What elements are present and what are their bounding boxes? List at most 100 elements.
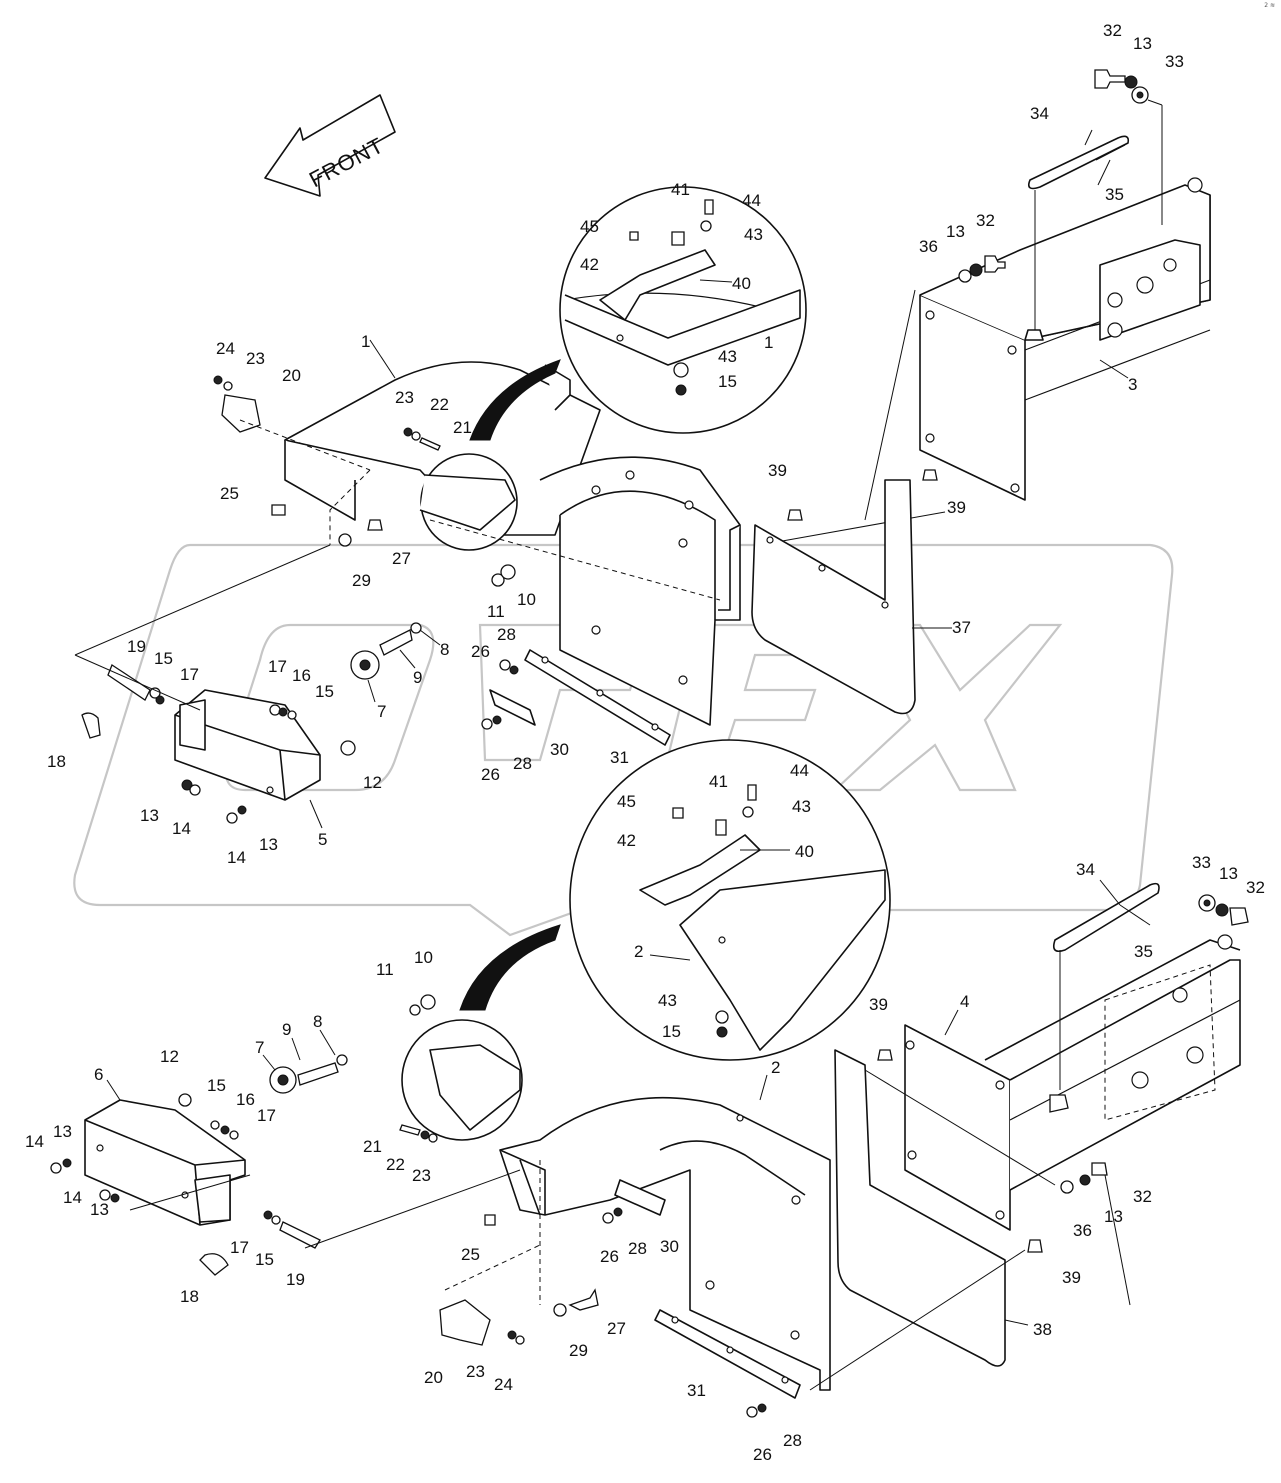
callout-32: 32: [976, 211, 995, 230]
callout-40: 40: [795, 842, 814, 861]
callout-15: 15: [255, 1250, 274, 1269]
callout-leaders: [106, 129, 1131, 1326]
upper-fasteners-left: [81, 375, 938, 824]
callout-15: 15: [154, 649, 173, 668]
lower-guard-38: [834, 1049, 1006, 1367]
lower-leader-6: [129, 1174, 251, 1211]
callout-23: 23: [412, 1166, 431, 1185]
callout-26: 26: [471, 642, 490, 661]
callout-10: 10: [414, 948, 433, 967]
callout-38: 38: [1033, 1320, 1052, 1339]
callout-26: 26: [481, 765, 500, 784]
callout-20: 20: [424, 1368, 443, 1387]
callout-8: 8: [440, 640, 449, 659]
callout-10: 10: [517, 590, 536, 609]
callout-31: 31: [610, 748, 629, 767]
callout-39: 39: [768, 461, 787, 480]
callout-31: 31: [687, 1381, 706, 1400]
callout-28: 28: [513, 754, 532, 773]
callout-27: 27: [607, 1319, 626, 1338]
callout-13: 13: [259, 835, 278, 854]
callout-21: 21: [363, 1137, 382, 1156]
callout-29: 29: [352, 571, 371, 590]
callout-7: 7: [377, 702, 386, 721]
callout-28: 28: [497, 625, 516, 644]
callout-2: 2: [771, 1058, 780, 1077]
callout-13: 13: [140, 806, 159, 825]
upper-hardware-right: [759, 69, 1163, 546]
callout-14: 14: [172, 819, 191, 838]
callout-1: 1: [764, 333, 773, 352]
callout-23: 23: [395, 388, 414, 407]
callout-35: 35: [1105, 185, 1124, 204]
callout-40: 40: [732, 274, 751, 293]
callout-33: 33: [1165, 52, 1184, 71]
callout-20: 20: [282, 366, 301, 385]
callout-13: 13: [1219, 864, 1238, 883]
callout-37: 37: [952, 618, 971, 637]
callout-2: 2: [634, 942, 643, 961]
callout-39: 39: [869, 995, 888, 1014]
callout-14: 14: [25, 1132, 44, 1151]
callout-1: 1: [361, 332, 370, 351]
callout-4: 4: [960, 992, 969, 1011]
callout-14: 14: [63, 1188, 82, 1207]
callout-45: 45: [617, 792, 636, 811]
lower-bracket-6: [84, 1099, 246, 1226]
callout-30: 30: [550, 740, 569, 759]
callout-25: 25: [220, 484, 239, 503]
callout-42: 42: [617, 831, 636, 850]
callout-45: 45: [580, 217, 599, 236]
lower-hardware-right: [809, 894, 1249, 1391]
lower-small-detail: [429, 1044, 521, 1131]
callout-13: 13: [90, 1200, 109, 1219]
upper-dash-1: [239, 419, 371, 545]
callout-30: 30: [660, 1237, 679, 1256]
upper-mount-plate-3: [919, 177, 1211, 501]
callout-15: 15: [207, 1076, 226, 1095]
callout-44: 44: [790, 761, 809, 780]
callout-39: 39: [1062, 1268, 1081, 1287]
lower-fasteners-left: [50, 994, 767, 1418]
callout-34: 34: [1030, 104, 1049, 123]
upper-leader-19b: [74, 654, 201, 711]
callout-21: 21: [453, 418, 472, 437]
callout-25: 25: [461, 1245, 480, 1264]
upper-detail-circle: [559, 186, 807, 434]
callout-43: 43: [658, 991, 677, 1010]
callout-43: 43: [718, 347, 737, 366]
upper-strip-31: [489, 649, 671, 746]
callout-18: 18: [180, 1287, 199, 1306]
callout-17: 17: [180, 665, 199, 684]
callout-33: 33: [1192, 853, 1211, 872]
callout-44: 44: [742, 191, 761, 210]
callout-3: 3: [1128, 375, 1137, 394]
callout-24: 24: [494, 1375, 513, 1394]
callout-17: 17: [257, 1106, 276, 1125]
callout-41: 41: [709, 772, 728, 791]
upper-small-detail: [419, 474, 516, 531]
lower-chute-2: [499, 1096, 831, 1391]
callout-23: 23: [466, 1362, 485, 1381]
front-arrow: [264, 94, 396, 197]
callout-42: 42: [580, 255, 599, 274]
callout-15: 15: [718, 372, 737, 391]
callout-15: 15: [662, 1022, 681, 1041]
callout-32: 32: [1133, 1187, 1152, 1206]
callout-27: 27: [392, 549, 411, 568]
lower-strip-31: [614, 1179, 801, 1399]
callout-7: 7: [255, 1038, 264, 1057]
callout-19: 19: [286, 1270, 305, 1289]
callout-29: 29: [569, 1341, 588, 1360]
callout-22: 22: [386, 1155, 405, 1174]
callout-13: 13: [946, 222, 965, 241]
callout-9: 9: [282, 1020, 291, 1039]
callout-13: 13: [1104, 1207, 1123, 1226]
callout-24: 24: [216, 339, 235, 358]
callout-11: 11: [487, 602, 505, 621]
callout-35: 35: [1134, 942, 1153, 961]
callouts-detail-top: 41 44 45 43 42 40 1 43 15: [580, 180, 773, 391]
lower-detail-circle: [569, 739, 891, 1061]
upper-leader-19: [74, 544, 331, 656]
